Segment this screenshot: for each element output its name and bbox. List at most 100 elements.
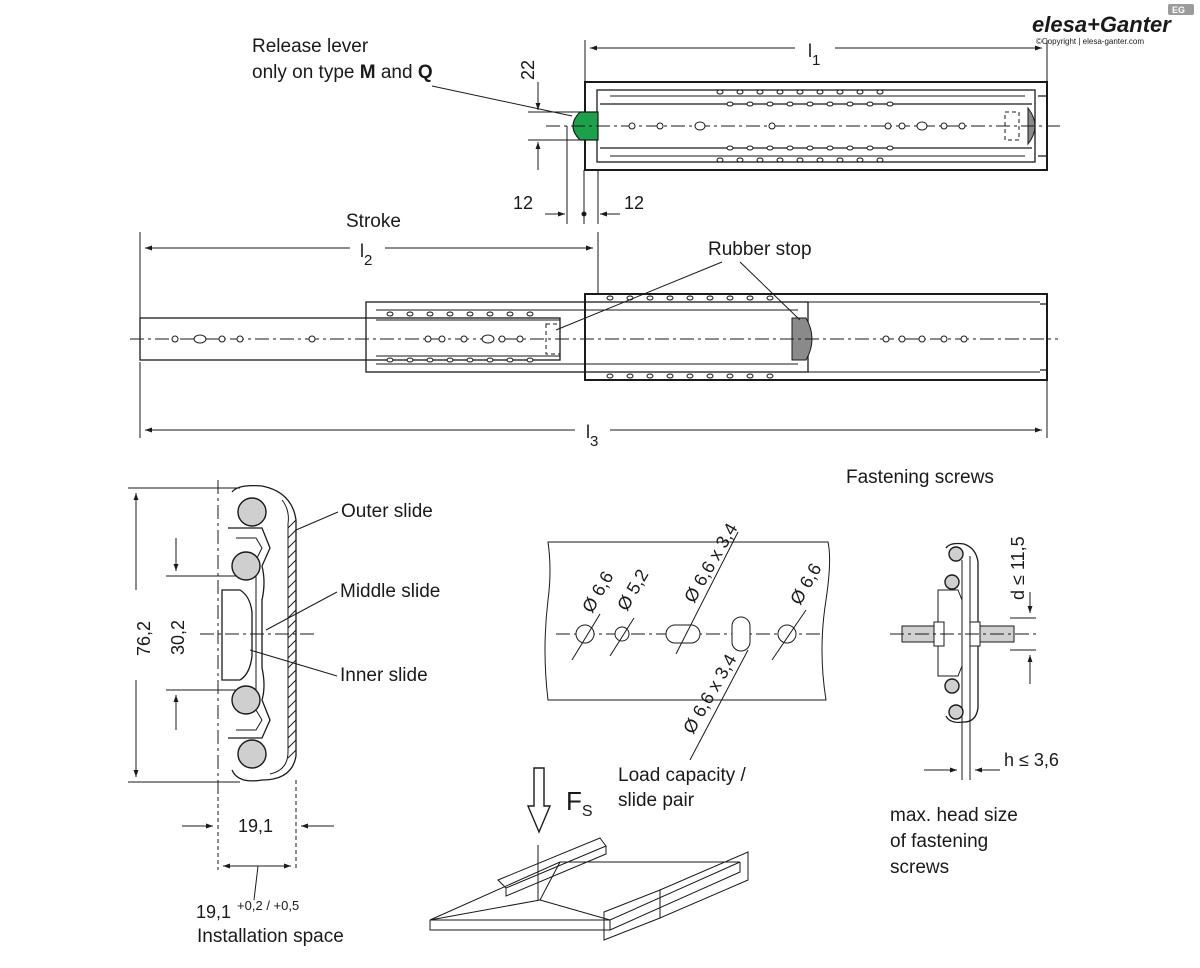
fastening-title: Fastening screws xyxy=(846,467,994,488)
slot-horizontal xyxy=(665,624,701,644)
rubber-stop-label: Rubber stop xyxy=(708,239,812,260)
dim-22: 22 xyxy=(518,60,538,80)
fastening-note-line2: of fastening xyxy=(890,831,988,852)
slide-hole xyxy=(886,145,894,151)
outer-slide-extended xyxy=(584,293,1048,381)
slide-hole xyxy=(766,145,774,151)
slide-hole xyxy=(746,373,754,379)
hole-label-3: Ø 6,6 x 3,4 xyxy=(680,520,741,606)
slide-hole xyxy=(736,89,744,95)
slide-hole xyxy=(466,357,474,363)
dimension-76-2: 76,2 xyxy=(128,487,240,783)
release-lever-prefix: only on type xyxy=(252,62,360,83)
rubber-stop xyxy=(791,317,813,361)
slide-hole xyxy=(716,89,724,95)
slide-hole xyxy=(606,373,614,379)
slide-hole xyxy=(806,145,814,151)
slide-hole xyxy=(646,373,654,379)
slide-hole xyxy=(171,335,179,343)
slide-hole xyxy=(506,311,514,317)
slide-hole xyxy=(506,357,514,363)
force-label: FS xyxy=(566,786,593,820)
slide-hole xyxy=(446,311,454,317)
slide-hole xyxy=(918,335,926,343)
hole-5-2 xyxy=(614,626,630,642)
dimension-19-1: 19,1 19,1+0,2 / +0,5 Installation space xyxy=(182,780,344,947)
slide-hole xyxy=(656,122,664,130)
hole-label-2: Ø 5,2 xyxy=(613,566,652,614)
release-lever-label-line1: Release lever xyxy=(252,36,369,57)
slide-hole xyxy=(716,157,724,163)
force-main: F xyxy=(566,786,582,816)
hole-6-6-a xyxy=(575,624,595,644)
slide-hole xyxy=(898,122,906,130)
dim-12-right: 12 xyxy=(624,193,644,213)
hatch-line xyxy=(287,699,297,709)
slide-hole xyxy=(846,145,854,151)
dimension-l3: l3 xyxy=(139,362,1048,450)
slide-plate-detail xyxy=(544,541,831,701)
slide-hole xyxy=(424,335,432,343)
d-label: d ≤ 11,5 xyxy=(1008,536,1028,600)
slide-hole xyxy=(628,122,636,130)
slide-hole xyxy=(876,157,884,163)
slide-hole xyxy=(766,373,774,379)
slide-hole xyxy=(940,122,948,130)
load-label-line2: slide pair xyxy=(618,790,695,811)
slide-hole xyxy=(856,89,864,95)
slide-hole xyxy=(498,335,506,343)
dimension-l1: l1 xyxy=(584,40,1048,82)
slide-hole xyxy=(193,334,207,344)
slide-hole xyxy=(786,101,794,107)
ball-top xyxy=(237,497,267,527)
hole-pattern: Ø 6,6 Ø 5,2 Ø 6,6 x 3,4 Ø 6,6 Ø 6,6 x 3,… xyxy=(544,520,831,761)
slide-hole xyxy=(460,335,468,343)
slide-hole xyxy=(686,373,694,379)
slide-hole xyxy=(876,89,884,95)
hatch-line xyxy=(287,519,297,529)
slide-hole xyxy=(816,157,824,163)
stroke-label: Stroke xyxy=(346,211,401,232)
slide-hole xyxy=(308,335,316,343)
dim-19-1: 19,1 xyxy=(238,816,273,836)
slide-hole xyxy=(486,311,494,317)
type-m: M xyxy=(360,62,376,83)
h-label: h ≤ 3,6 xyxy=(1004,750,1059,770)
install-width-value: 19,1 xyxy=(196,902,231,922)
slide-hole xyxy=(940,335,948,343)
brand-logo: elesa+Ganter ©Copyright | elesa-ganter.c… xyxy=(1032,4,1194,46)
slide-hole xyxy=(746,145,754,151)
slide-hole xyxy=(726,145,734,151)
slide-hole xyxy=(516,335,524,343)
cross-section xyxy=(200,480,316,790)
slide-hole xyxy=(886,101,894,107)
l2-main: l xyxy=(360,241,364,261)
hatch-line xyxy=(287,579,297,589)
load-label-line1: Load capacity / xyxy=(618,765,747,786)
slide-hole xyxy=(958,122,966,130)
l1-sub: 1 xyxy=(812,52,820,69)
slide-hole xyxy=(826,145,834,151)
dimension-30-2: 30,2 xyxy=(166,538,236,730)
slide-hole xyxy=(526,311,534,317)
brand-logo-text: elesa+Ganter xyxy=(1032,12,1172,37)
fastening-screws: Fastening screws d ≤ 11,5 h ≤ 3,6 max. h… xyxy=(846,467,1059,878)
fastening-note-line3: screws xyxy=(890,857,949,878)
slide-hole xyxy=(746,101,754,107)
slide-hole xyxy=(438,335,446,343)
drawer-sketch xyxy=(429,837,749,941)
brand-badge-text: EG xyxy=(1172,5,1185,15)
slide-hole xyxy=(746,295,754,301)
slide-hole xyxy=(486,357,494,363)
install-width: 19,1+0,2 / +0,5 xyxy=(196,898,299,922)
l3-label: l3 xyxy=(586,422,598,450)
slide-hole xyxy=(706,373,714,379)
hatch-line xyxy=(287,529,297,539)
slide-hole xyxy=(846,101,854,107)
dimension-l2: Stroke l2 xyxy=(139,211,599,318)
hole-label-4: Ø 6,6 xyxy=(786,560,825,608)
hatch-line xyxy=(287,659,297,669)
hatch-line xyxy=(287,689,297,699)
hatch-line xyxy=(287,549,297,559)
hatch-line xyxy=(287,739,297,749)
